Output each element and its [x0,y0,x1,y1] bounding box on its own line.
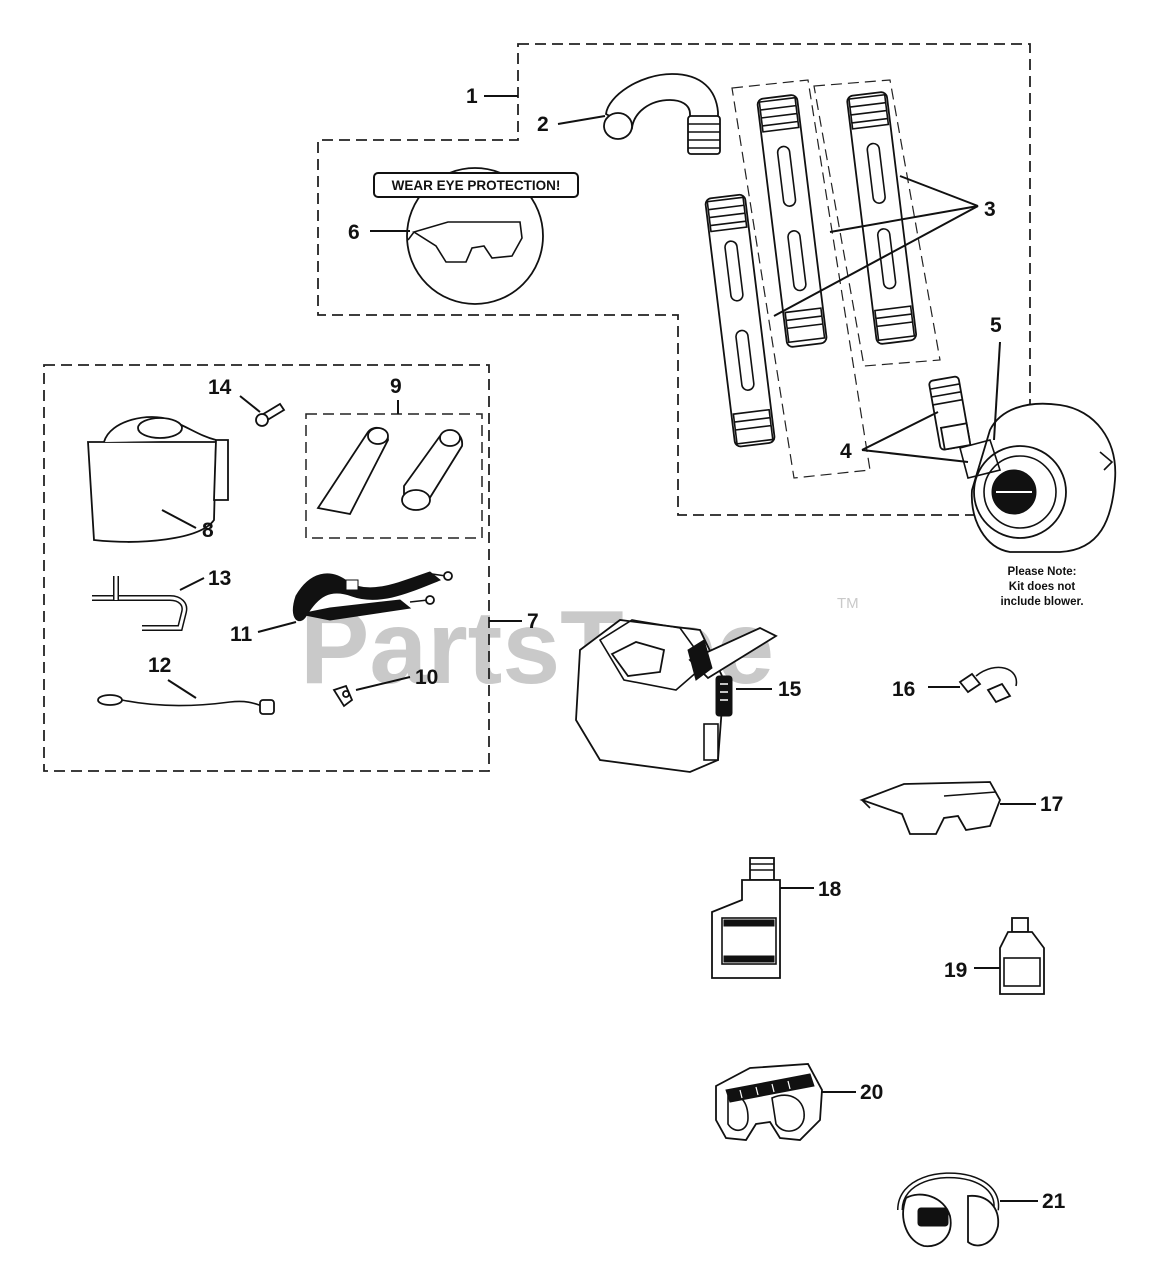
callout-19-label: 19 [944,959,967,982]
callout-9-label: 9 [390,375,402,398]
elbow-tube-icon[interactable] [603,73,721,155]
callout-21-label: 21 [1042,1190,1066,1213]
callout-6[interactable]: 6 [348,221,410,244]
callout-9[interactable]: 9 [390,375,402,414]
callout-3-label: 3 [984,198,996,221]
note-line-1: Please Note: [1007,566,1076,578]
callout-12-label: 12 [148,654,171,677]
callout-8[interactable]: 8 [161,509,214,542]
warning-label-text: WEAR EYE PROTECTION! [392,178,561,193]
kit-7-outline [43,364,490,772]
callout-4-label: 4 [840,440,852,463]
callout-3[interactable]: 3 [773,175,996,317]
callout-2[interactable]: 2 [537,113,606,136]
callout-18[interactable]: 18 [780,878,842,901]
u-handle-icon[interactable] [92,576,188,631]
extension-tubes-icon[interactable] [704,79,941,479]
nozzle-set-icon[interactable] [316,426,463,516]
callout-4[interactable]: 4 [840,411,969,463]
blower-housing-icon [959,402,1117,553]
safety-glasses-sticker-icon [407,221,523,263]
callout-20[interactable]: 20 [822,1081,883,1104]
watermark-trademark: TM [837,595,859,612]
callout-8-label: 8 [202,519,214,542]
callout-18-label: 18 [818,878,842,901]
screw-icon[interactable] [255,402,286,427]
callout-16-label: 16 [892,678,915,701]
callout-15[interactable]: 15 [736,678,802,701]
callout-7-label: 7 [527,610,539,633]
callout-11-label: 11 [230,623,253,646]
fuel-can-icon[interactable] [575,619,778,773]
callout-21[interactable]: 21 [1000,1190,1066,1213]
tube-adapter-icon[interactable] [928,375,972,451]
oil-bottle-icon[interactable] [711,857,781,979]
callout-6-label: 6 [348,221,360,244]
callout-5-label: 5 [990,314,1002,337]
callout-19[interactable]: 19 [944,959,1000,982]
callout-17[interactable]: 17 [1000,793,1063,816]
blower-note: Please Note: Kit does not include blower… [1000,566,1083,608]
callout-11[interactable]: 11 [230,621,297,646]
callout-14-label: 14 [208,376,232,399]
callout-1[interactable]: 1 [466,85,518,108]
nozzle-group-outline [305,413,483,539]
note-line-3: include blower. [1000,596,1083,608]
callout-7[interactable]: 7 [489,610,539,633]
bag-clip-icon[interactable] [332,684,354,708]
callout-2-label: 2 [537,113,549,136]
callout-10-label: 10 [415,666,438,689]
eye-protection-sticker[interactable]: WEAR EYE PROTECTION! [373,167,579,305]
safety-goggles-icon[interactable] [715,1063,823,1141]
small-oil-bottle-icon[interactable] [999,917,1045,995]
shoulder-strap-icon[interactable] [292,571,453,621]
safety-glasses-icon[interactable] [859,781,1001,835]
callout-1-label: 1 [466,85,478,108]
vacuum-bag-icon[interactable] [87,416,229,543]
callout-13[interactable]: 13 [179,567,231,591]
callout-17-label: 17 [1040,793,1063,816]
callout-5[interactable]: 5 [990,314,1002,441]
callout-14[interactable]: 14 [208,376,261,413]
callout-12[interactable]: 12 [148,654,197,699]
note-line-2: Kit does not [1009,581,1076,593]
callout-10[interactable]: 10 [355,666,438,691]
callout-16[interactable]: 16 [892,678,960,701]
callout-13-label: 13 [208,567,231,590]
cable-clip-icon[interactable] [97,694,275,715]
ear-plugs-icon[interactable] [958,666,1018,704]
kit-1-outline [317,43,1031,516]
ear-muffs-icon[interactable] [897,1172,1000,1248]
callout-20-label: 20 [860,1081,883,1104]
callout-15-label: 15 [778,678,802,701]
